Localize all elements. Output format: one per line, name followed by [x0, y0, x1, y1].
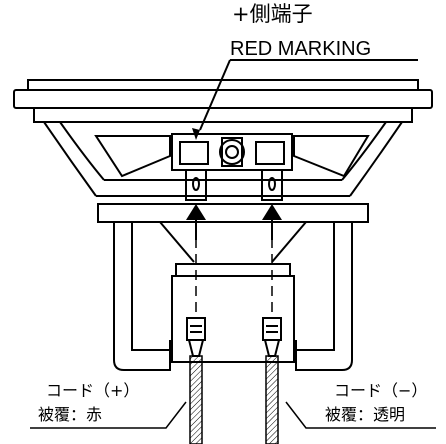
- covering-red-label: 被覆：赤: [38, 405, 103, 424]
- leader-negative: [285, 401, 436, 429]
- red-marking-tip: [192, 128, 200, 140]
- magnet-plate: [97, 203, 369, 223]
- wire-positive: [189, 355, 203, 444]
- red-marking-label: RED MARKING: [230, 38, 372, 60]
- back-assembly: [113, 221, 353, 371]
- connector-right: [262, 317, 282, 357]
- terminal-block: [171, 133, 293, 201]
- cord-negative-label: コード（−）: [334, 381, 428, 400]
- cord-positive-label: コード（+）: [46, 381, 140, 400]
- red-marking-leader: [199, 59, 418, 131]
- leader-positive: [30, 401, 187, 429]
- wire-negative: [265, 355, 279, 444]
- center-lines: [195, 222, 273, 316]
- covering-clear-label: 被覆：透明: [325, 405, 406, 424]
- insertion-arrows: [186, 204, 282, 240]
- connector-left: [186, 317, 206, 357]
- speaker-frame: [13, 79, 433, 197]
- positive-terminal-label: +側端子: [232, 2, 313, 26]
